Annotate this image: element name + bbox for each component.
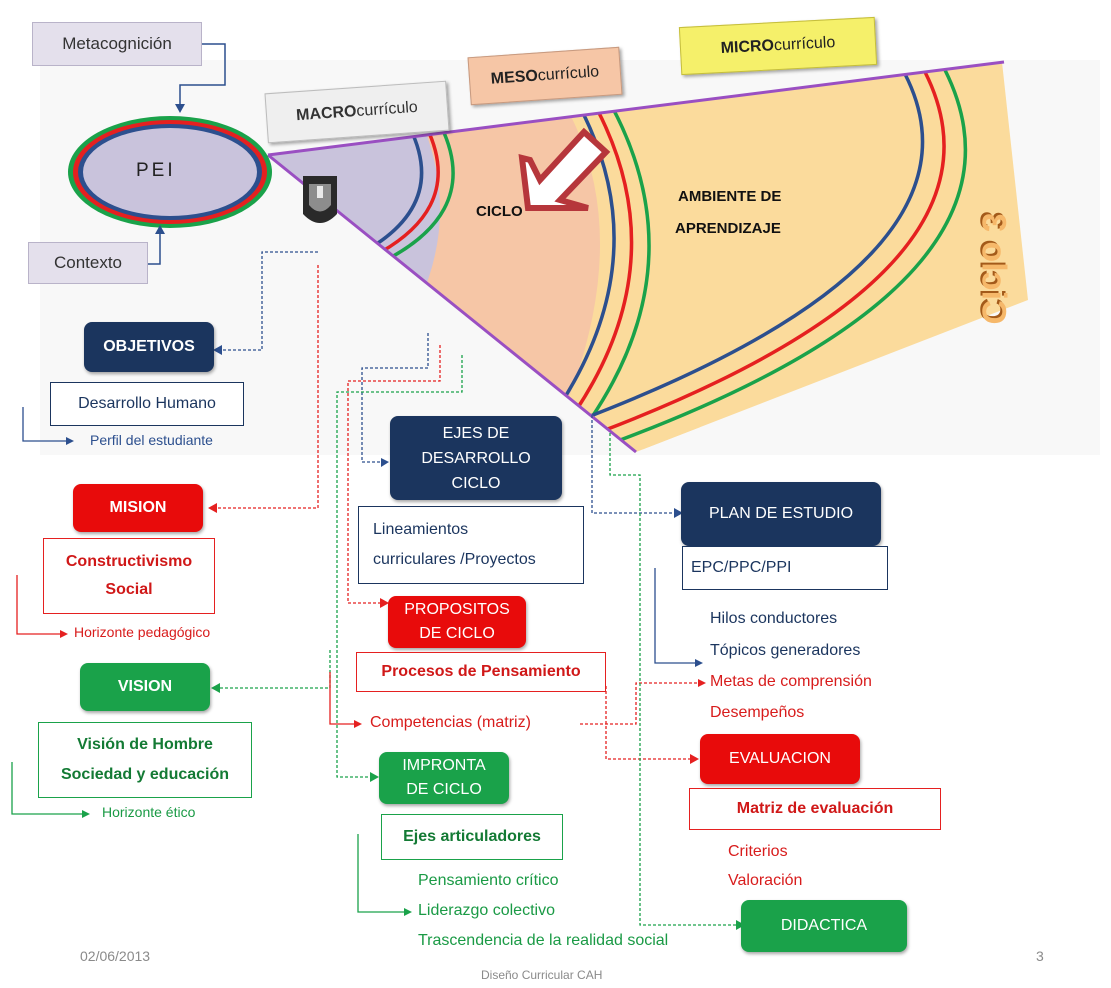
trascendencia-label: Trascendencia de la realidad social [418, 932, 669, 949]
hilos-label: Hilos conductores [710, 610, 838, 627]
shield-icon [303, 176, 337, 223]
impronta-line2: DE CICLO [406, 781, 482, 798]
plan-estudio-box: PLAN DE ESTUDIO [681, 482, 881, 546]
perfil-estudiante-label: Perfil del estudiante [90, 432, 213, 448]
horizonte-pedagogico-label: Horizonte pedagógico [74, 624, 211, 640]
macro-bold: MACRO [295, 103, 358, 125]
propositos-box: PROPOSITOS DE CICLO [388, 596, 526, 648]
metacognicion-box: Metacognición [32, 22, 202, 66]
ejes-articuladores-box: Ejes articuladores [381, 814, 563, 860]
valoracion-label: Valoración [728, 872, 803, 889]
meso-bold: MESO [490, 67, 539, 88]
ambiente-label-2: APRENDIZAJE [675, 220, 781, 237]
horizonte-etico-label: Horizonte ético [102, 804, 196, 820]
propositos-line1: PROPOSITOS [404, 601, 510, 618]
propositos-line2: DE CICLO [419, 625, 495, 642]
footer-date: 02/06/2013 [80, 948, 151, 964]
lineamientos-box: Lineamientos curriculares /Proyectos [358, 506, 584, 584]
evaluacion-box: EVALUACION [700, 734, 860, 784]
competencias-label: Competencias (matriz) [370, 714, 531, 731]
didactica-box: DIDACTICA [741, 900, 907, 952]
ciclo-3-label: Ciclo 3 [974, 213, 1013, 325]
constructivismo-line1: Constructivismo [65, 553, 193, 570]
ejes-line3: CICLO [451, 474, 501, 492]
footer-title: Diseño Curricular CAH [481, 968, 603, 982]
footer-page-number: 3 [1036, 948, 1044, 964]
micro-rest: currículo [773, 34, 836, 55]
lineamientos-line1: Lineamientos [373, 521, 469, 538]
epc-box: EPC/PPC/PPI [682, 546, 888, 590]
pensamiento-critico-label: Pensamiento crítico [418, 872, 559, 889]
matriz-evaluacion-box: Matriz de evaluación [689, 788, 941, 830]
vision-hombre-line1: Visión de Hombre [77, 736, 213, 753]
impronta-line1: IMPRONTA [402, 757, 486, 774]
micro-bold: MICRO [720, 37, 775, 57]
ciclo-label: CICLO [476, 203, 523, 220]
ambiente-label-1: AMBIENTE DE [678, 188, 782, 205]
metas-label: Metas de comprensión [710, 673, 872, 690]
vision-box: VISION [80, 663, 210, 711]
contexto-box: Contexto [28, 242, 148, 284]
constructivismo-box: Constructivismo Social [43, 538, 215, 614]
ejes-line1: EJES DE [442, 424, 510, 442]
ejes-desarrollo-box: EJES DE DESARROLLO CICLO [390, 416, 562, 500]
pei-label: PEI [136, 160, 176, 181]
arrow-icon [518, 127, 611, 211]
objetivos-box: OBJETIVOS [84, 322, 214, 372]
vision-hombre-box: Visión de Hombre Sociedad y educación [38, 722, 252, 798]
ejes-line2: DESARROLLO [421, 449, 531, 467]
topicos-label: Tópicos generadores [710, 642, 861, 659]
vision-hombre-line2: Sociedad y educación [60, 766, 230, 783]
meso-rest: currículo [537, 63, 600, 85]
macro-rest: currículo [355, 98, 419, 121]
liderazgo-label: Liderazgo colectivo [418, 902, 555, 919]
desempenos-label: Desempeños [710, 704, 805, 721]
impronta-box: IMPRONTA DE CICLO [379, 752, 509, 804]
criterios-label: Criterios [728, 843, 788, 860]
procesos-box: Procesos de Pensamiento [356, 652, 606, 692]
mision-box: MISION [73, 484, 203, 532]
pei-rings [68, 116, 272, 228]
desarrollo-humano-box: Desarrollo Humano [50, 382, 244, 426]
constructivismo-line2: Social [105, 581, 153, 598]
lineamientos-line2: curriculares /Proyectos [373, 551, 536, 568]
